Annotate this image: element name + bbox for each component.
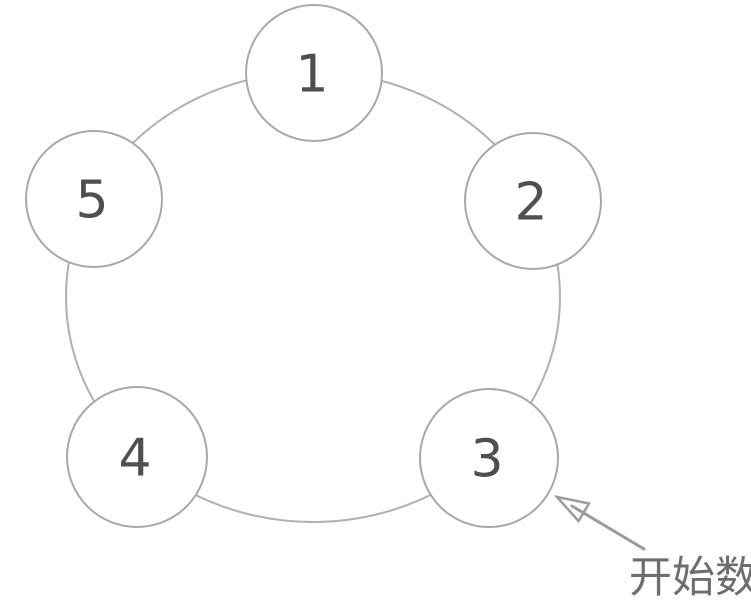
start-arrow <box>553 495 646 551</box>
node-3: 3 <box>419 388 559 528</box>
node-3-label: 3 <box>470 430 503 490</box>
node-2-circle <box>464 132 602 270</box>
node-3-circle <box>419 388 559 528</box>
node-4-label: 4 <box>118 429 151 489</box>
arrow-shaft <box>570 504 646 551</box>
node-5-circle <box>25 130 163 268</box>
node-1-circle <box>245 4 383 142</box>
node-1: 1 <box>245 4 383 142</box>
node-4: 4 <box>66 386 208 528</box>
start-count-label: 开始数 <box>629 553 751 603</box>
node-5: 5 <box>25 130 163 268</box>
node-1-label: 1 <box>295 45 328 105</box>
node-2: 2 <box>464 132 602 270</box>
node-2-label: 2 <box>514 173 547 233</box>
arrow-head-icon <box>553 495 591 524</box>
node-5-label: 5 <box>75 171 108 231</box>
node-4-circle <box>66 386 208 528</box>
